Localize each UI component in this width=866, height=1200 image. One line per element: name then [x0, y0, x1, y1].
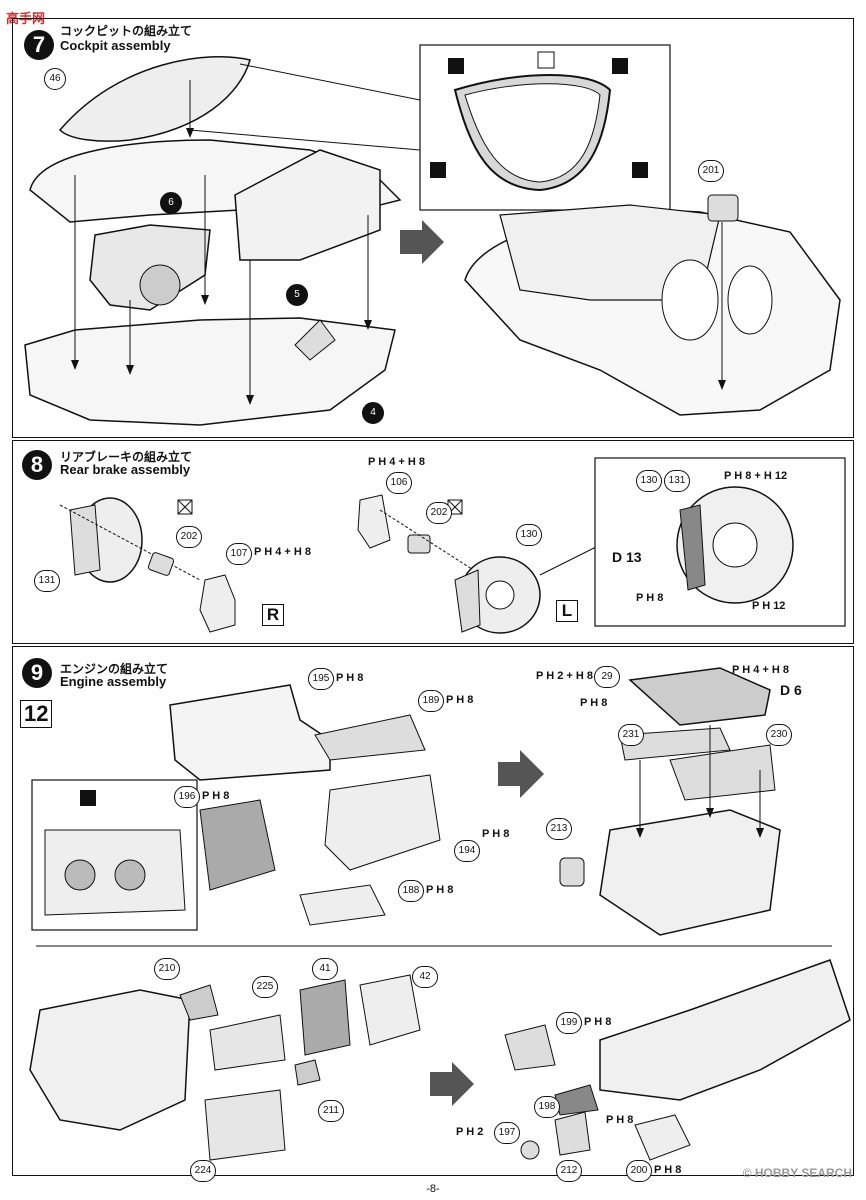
callout-188: 188 — [398, 880, 424, 902]
callout-46: 46 — [44, 68, 66, 90]
callout-231: 231 — [618, 724, 644, 746]
callout-213: 213 — [546, 818, 572, 840]
callout-197: 197 — [494, 1122, 520, 1144]
callout-29: 29 — [594, 666, 620, 688]
callout-41: 41 — [312, 958, 338, 980]
callout-202-left: 202 — [176, 526, 202, 548]
callout-5: 5 — [286, 284, 308, 306]
paint-199: P H 8 — [584, 1016, 612, 1028]
step9-panel — [12, 646, 854, 1176]
callout-212: 212 — [556, 1160, 582, 1182]
paint-195: P H 8 — [336, 672, 364, 684]
paint-ph8-inset: P H 8 — [636, 592, 664, 604]
paint-ph4-h8-b: P H 4 + H 8 — [368, 456, 425, 468]
decal-d6: D 6 — [780, 682, 802, 698]
callout-131-inset: 131 — [664, 470, 690, 492]
step7-title-jp: コックピットの組み立て — [60, 24, 193, 38]
paint-ph2: P H 2 — [456, 1126, 484, 1138]
callout-198: 198 — [534, 1096, 560, 1118]
paint-194: P H 8 — [482, 828, 510, 840]
side-r-badge: R — [262, 604, 284, 626]
step7-panel — [12, 18, 854, 438]
step9-title-en: Engine assembly — [60, 674, 167, 689]
callout-130-inset: 130 — [636, 470, 662, 492]
callout-189: 189 — [418, 690, 444, 712]
step8-title-jp: リアブレーキの組み立て — [60, 450, 193, 464]
step7-diagram — [24, 44, 841, 426]
paint-200: P H 8 — [654, 1164, 682, 1176]
callout-130: 130 — [516, 524, 542, 546]
paint-198: P H 8 — [606, 1114, 634, 1126]
callout-199: 199 — [556, 1012, 582, 1034]
step7-number: 7 — [24, 30, 54, 60]
step8-panel — [12, 440, 854, 644]
watermark: © HOBBY SEARCH — [742, 1166, 852, 1180]
callout-230: 230 — [766, 724, 792, 746]
step9-number: 9 — [22, 658, 52, 688]
callout-201: 201 — [698, 160, 724, 182]
callout-6: 6 — [160, 192, 182, 214]
callout-200: 200 — [626, 1160, 652, 1182]
callout-131: 131 — [34, 570, 60, 592]
decal-d13: D 13 — [612, 549, 642, 565]
callout-107: 107 — [226, 543, 252, 565]
paint-ph8-h12: P H 8 + H 12 — [724, 470, 788, 482]
paint-ph4-h8-a: P H 4 + H 8 — [254, 546, 311, 558]
callout-42: 42 — [412, 966, 438, 988]
callout-195: 195 — [308, 668, 334, 690]
side-l-badge: L — [556, 600, 578, 622]
paint-ph12-inset: P H 12 — [752, 600, 786, 612]
step8-number: 8 — [22, 450, 52, 480]
paint-ph2-h8: P H 2 + H 8 — [536, 670, 593, 682]
step7-title-en: Cockpit assembly — [60, 38, 171, 53]
paint-188: P H 8 — [426, 884, 454, 896]
step8-title-en: Rear brake assembly — [60, 462, 191, 477]
paint-196: P H 8 — [202, 790, 230, 802]
callout-194: 194 — [454, 840, 480, 862]
callout-224: 224 — [190, 1160, 216, 1182]
callout-210: 210 — [154, 958, 180, 980]
step9-title-jp: エンジンの組み立て — [60, 662, 169, 676]
page-number: -8- — [426, 1183, 440, 1195]
callout-196: 196 — [174, 786, 200, 808]
paint-29: P H 8 — [580, 697, 608, 709]
callout-106: 106 — [386, 472, 412, 494]
ph-badge: 12 — [20, 700, 53, 728]
callout-211: 211 — [318, 1100, 344, 1122]
paint-189: P H 8 — [446, 694, 474, 706]
callout-225: 225 — [252, 976, 278, 998]
callout-4: 4 — [362, 402, 384, 424]
paint-ph4-h8: P H 4 + H 8 — [732, 664, 789, 676]
callout-202-right: 202 — [426, 502, 452, 524]
